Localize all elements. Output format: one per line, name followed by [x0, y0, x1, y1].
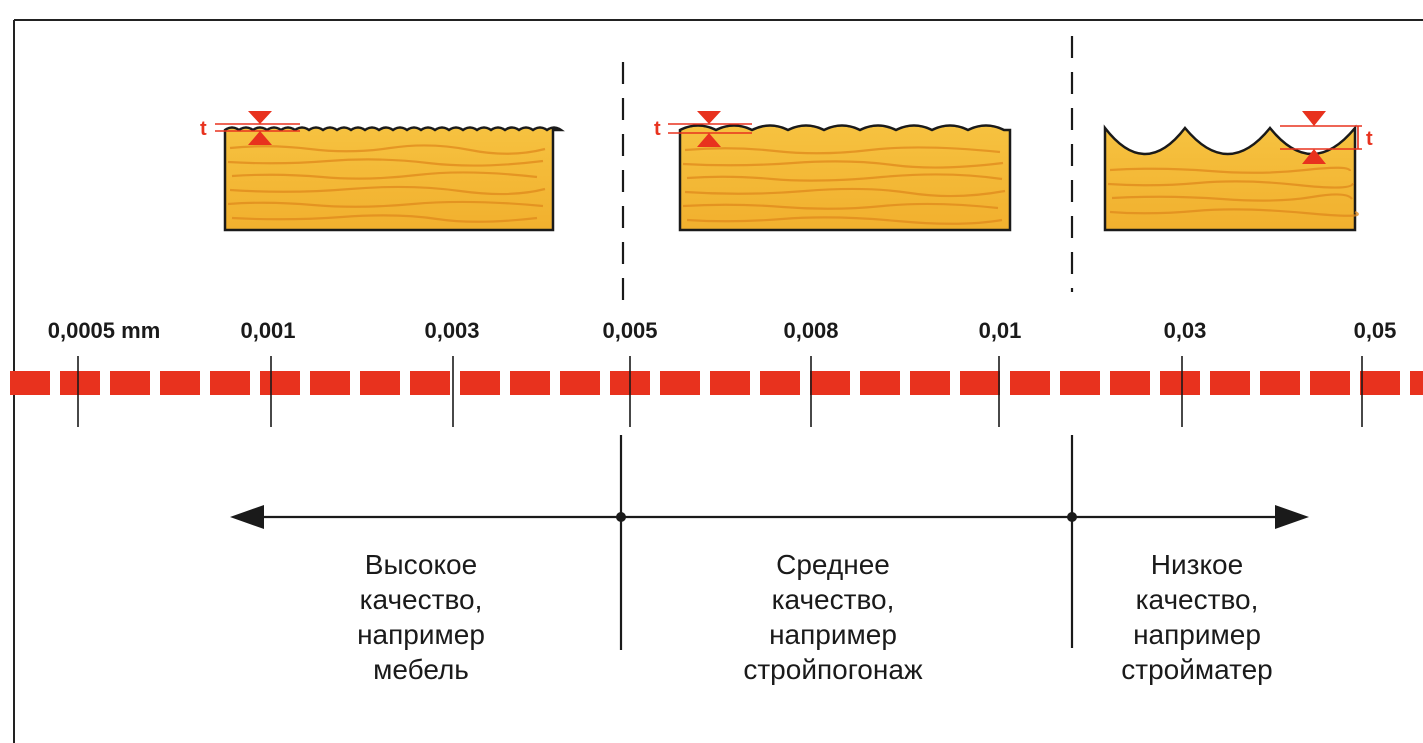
wood-sample-fine	[223, 126, 565, 232]
caption-line: Низкое	[1150, 549, 1244, 580]
scale-label-0-01: 0,01	[978, 318, 1022, 343]
caption-line: качество,	[1135, 584, 1259, 615]
zone-caption-low-quality: Низкое качество, например стройматер	[1047, 547, 1347, 687]
caption-line: качество,	[359, 584, 483, 615]
wood-sample-medium	[678, 124, 1012, 232]
depth-symbol-2: t	[654, 118, 661, 140]
scale-label-0-003: 0,003	[424, 318, 480, 343]
depth-symbol-1: t	[200, 118, 207, 140]
scale-label-0-008: 0,008	[783, 318, 839, 343]
arrow-left-head	[230, 505, 264, 529]
quality-range-arrow	[230, 505, 1309, 529]
caption-line: например	[769, 619, 897, 650]
zone-caption-high-quality: Высокое качество, например мебель	[271, 547, 571, 687]
wood-sample-coarse	[1103, 124, 1359, 232]
scale-label-0-0005: 0,0005 mm	[47, 318, 161, 343]
zone-boundary-dot	[616, 512, 626, 522]
scale-ticks	[77, 356, 1363, 427]
zone-boundary-dot	[1067, 512, 1077, 522]
caption-line: мебель	[373, 654, 469, 685]
caption-line: например	[357, 619, 485, 650]
scale-label-0-05: 0,05	[1353, 318, 1397, 343]
arrow-right-head	[1275, 505, 1309, 529]
depth-marker-fine	[215, 111, 300, 145]
scale-label-0-03: 0,03	[1163, 318, 1207, 343]
scale-label-0-005: 0,005	[602, 318, 658, 343]
depth-symbol-3: t	[1366, 128, 1373, 150]
caption-line: Высокое	[364, 549, 478, 580]
caption-line: стройпогонаж	[743, 654, 923, 685]
scale-label-0-001: 0,001	[240, 318, 296, 343]
caption-line: Среднее	[776, 549, 890, 580]
caption-line: например	[1133, 619, 1261, 650]
zone-caption-medium-quality: Среднее качество, например стройпогонаж	[683, 547, 983, 687]
depth-marker-medium	[668, 111, 752, 147]
caption-line: стройматер	[1121, 654, 1273, 685]
caption-line: качество,	[771, 584, 895, 615]
depth-marker-coarse	[1280, 111, 1362, 164]
